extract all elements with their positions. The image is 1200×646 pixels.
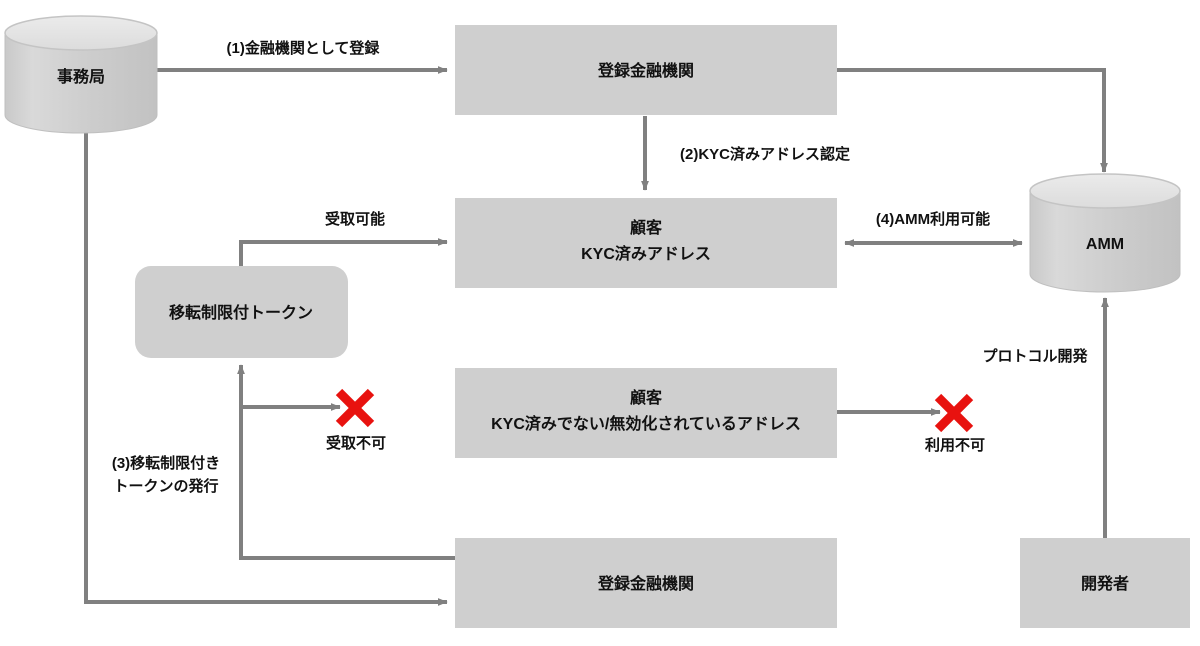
connector-layer (84, 66, 1109, 606)
node-label-developer: 開発者 (1081, 574, 1129, 593)
cylinder-top (4, 15, 158, 51)
edge-label-receivable: 受取可能 (325, 210, 385, 228)
connector-issue-restricted-token (237, 364, 455, 560)
edge-label-issue-restricted-token-line1: (3)移転制限付き (112, 454, 220, 472)
node-customer-kyc[interactable]: 顧客 KYC済みアドレス (455, 198, 837, 288)
x-mark-not-receivable (335, 388, 375, 428)
node-box (455, 198, 837, 288)
node-customer-non-kyc[interactable]: 顧客 KYC済みでない/無効化されているアドレス (455, 368, 837, 458)
node-jimukyoku[interactable]: 事務局 (4, 15, 158, 134)
node-registered-fi-top[interactable]: 登録金融機関 (455, 25, 837, 115)
node-label-customer-non-kyc-line1: 顧客 (630, 388, 663, 407)
edge-label-issue-restricted-token-line2: トークンの発行 (113, 477, 218, 495)
cylinder-body (4, 32, 158, 134)
node-box (1020, 538, 1190, 628)
node-box (455, 538, 837, 628)
edge-label-protocol-development: プロトコル開発 (982, 347, 1088, 365)
connector-fi-to-amm (837, 68, 1108, 173)
cylinder-body (1029, 190, 1181, 293)
node-label-registered-fi-top: 登録金融機関 (597, 61, 694, 80)
edge-label-not-receivable: 受取不可 (326, 434, 386, 452)
node-amm[interactable]: AMM (1029, 173, 1181, 293)
edge-label-not-usable: 利用不可 (925, 436, 985, 454)
edge-label-register-as-fi: (1)金融機関として登録 (227, 39, 381, 57)
connector-receivable (239, 238, 448, 266)
node-label-jimukyoku: 事務局 (57, 67, 105, 86)
node-label-customer-non-kyc-line2: KYC済みでない/無効化されているアドレス (491, 414, 801, 433)
connector-jimukyoku-to-fi-bottom (84, 130, 448, 606)
node-box (135, 266, 348, 358)
node-restricted-token[interactable]: 移転制限付トークン (135, 266, 348, 358)
node-developer[interactable]: 開発者 (1020, 538, 1190, 628)
x-mark-not-usable (934, 393, 974, 433)
edge-label-kyc-certification: (2)KYC済みアドレス認定 (680, 145, 850, 163)
node-label-amm: AMM (1086, 236, 1124, 253)
node-box (455, 25, 837, 115)
node-registered-fi-bottom[interactable]: 登録金融機関 (455, 538, 837, 628)
cylinder-top (1029, 173, 1181, 209)
node-label-restricted-token: 移転制限付トークン (169, 303, 313, 322)
node-label-registered-fi-bottom: 登録金融機関 (597, 574, 694, 593)
node-box (455, 368, 837, 458)
node-label-customer-kyc-line1: 顧客 (630, 218, 663, 237)
edge-label-amm-available: (4)AMM利用可能 (876, 210, 990, 228)
node-label-customer-kyc-line2: KYC済みアドレス (581, 244, 711, 263)
